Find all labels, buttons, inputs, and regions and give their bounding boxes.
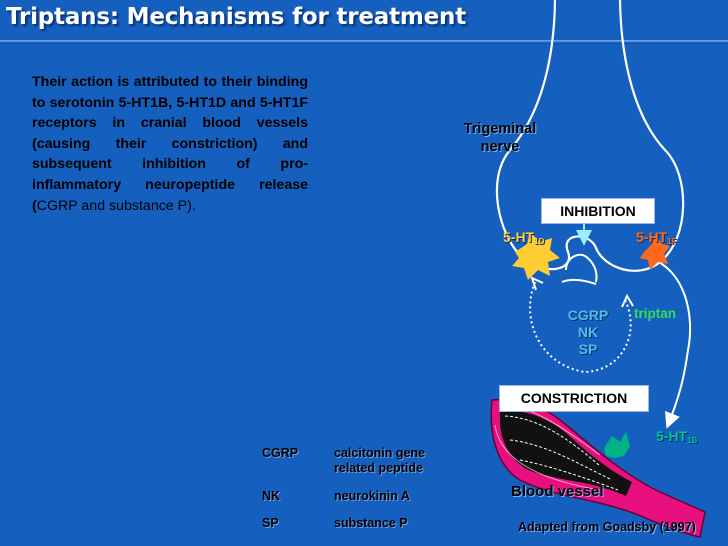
legend-def-cgrp-line2: related peptide xyxy=(334,461,423,475)
receptor-5ht1b-label: 5-HT1B xyxy=(656,428,697,449)
release-dotted-loop xyxy=(529,281,632,374)
receptor-5ht1f-text: 5-HT xyxy=(636,229,668,245)
receptor-5ht1d-text: 5-HT xyxy=(503,229,535,245)
triptan-label: triptan xyxy=(634,306,676,321)
receptor-5ht1b-text: 5-HT xyxy=(656,428,688,444)
body-paragraph: Their action is attributed to their bind… xyxy=(32,72,308,216)
neuropeptide-list: CGRP NK SP xyxy=(560,307,616,358)
neuropeptide-nk: NK xyxy=(577,324,599,340)
constriction-box: CONSTRICTION xyxy=(499,385,649,412)
blood-vessel-graphic xyxy=(490,398,706,538)
receptor-5ht1f-icon xyxy=(640,234,670,270)
source-citation: Adapted from Goadsby (1997) xyxy=(518,520,696,534)
legend-def-nk: neurokinin A xyxy=(334,489,410,503)
body-text-normal: CGRP and substance P). xyxy=(36,197,196,214)
nerve-terminal-notch xyxy=(565,253,598,283)
receptor-5ht1b-subscript: 1B xyxy=(687,436,698,445)
legend-abbr-nk: NK xyxy=(262,489,281,503)
inhibition-box: INHIBITION xyxy=(541,198,655,224)
slide-title: Triptans: Mechanisms for treatment xyxy=(6,4,467,30)
receptor-5ht1d-icon xyxy=(512,232,560,280)
title-divider xyxy=(0,40,728,44)
receptor-5ht1f-subscript: 1F xyxy=(667,237,677,246)
blood-vessel-label: Blood vessel xyxy=(511,483,604,500)
nerve-terminal-notch-lower xyxy=(561,278,597,285)
neuropeptide-sp: SP xyxy=(578,341,598,357)
trigeminal-label-line2: nerve xyxy=(480,139,520,155)
body-text-bold: Their action is attributed to their bind… xyxy=(32,74,308,214)
blood-vessel-lumen xyxy=(499,410,632,496)
receptor-5ht1f-label: 5-HT1F xyxy=(636,229,676,250)
blood-vessel-lumen-hatch xyxy=(504,415,619,491)
receptor-5ht1d-label: 5-HT1D xyxy=(503,229,544,250)
dotted-arrow-right xyxy=(621,293,634,308)
trigeminal-nerve-label: Trigeminal nerve xyxy=(452,120,548,156)
neuropeptide-cgrp: CGRP xyxy=(567,307,609,323)
trigeminal-label-line1: Trigeminal xyxy=(463,121,537,137)
receptor-5ht1b-icon xyxy=(604,432,630,458)
triptan-path xyxy=(649,257,692,429)
legend-def-cgrp-line1: calcitonin gene xyxy=(334,446,425,460)
legend-abbr-sp: SP xyxy=(262,516,279,530)
legend-abbr-cgrp: CGRP xyxy=(262,446,299,460)
legend-def-sp: substance P xyxy=(334,516,408,530)
dotted-arrow-up xyxy=(530,276,544,291)
receptor-5ht1d-subscript: 1D xyxy=(534,237,545,246)
legend-def-cgrp: calcitonin gene related peptide xyxy=(334,446,425,476)
